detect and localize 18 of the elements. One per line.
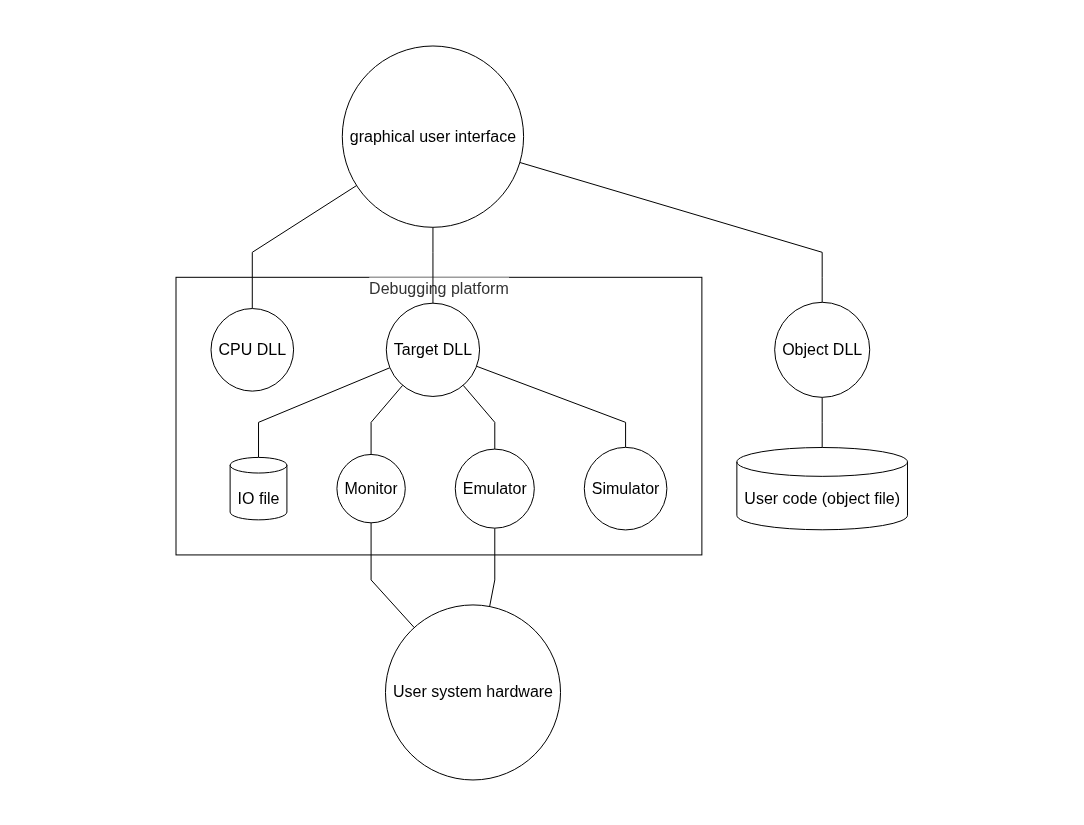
node-circle: Simulator [584, 446, 668, 530]
connector [462, 384, 496, 450]
node-circle: graphical user interface [342, 45, 525, 228]
connector [252, 184, 358, 309]
node-circle: Emulator [455, 448, 536, 529]
connector [258, 366, 391, 458]
node-circle: CPU DLL [210, 307, 295, 392]
node-circle: Monitor [336, 453, 406, 523]
node-circle: Object DLL [774, 301, 871, 398]
node-circle: User system hardware [385, 603, 562, 780]
connector [370, 384, 404, 455]
node-circle: Target DLL [386, 302, 481, 397]
connector [370, 521, 415, 628]
connector [489, 527, 496, 607]
connector [476, 365, 627, 448]
connector [519, 161, 823, 303]
connector [432, 226, 434, 304]
connector [821, 396, 823, 448]
